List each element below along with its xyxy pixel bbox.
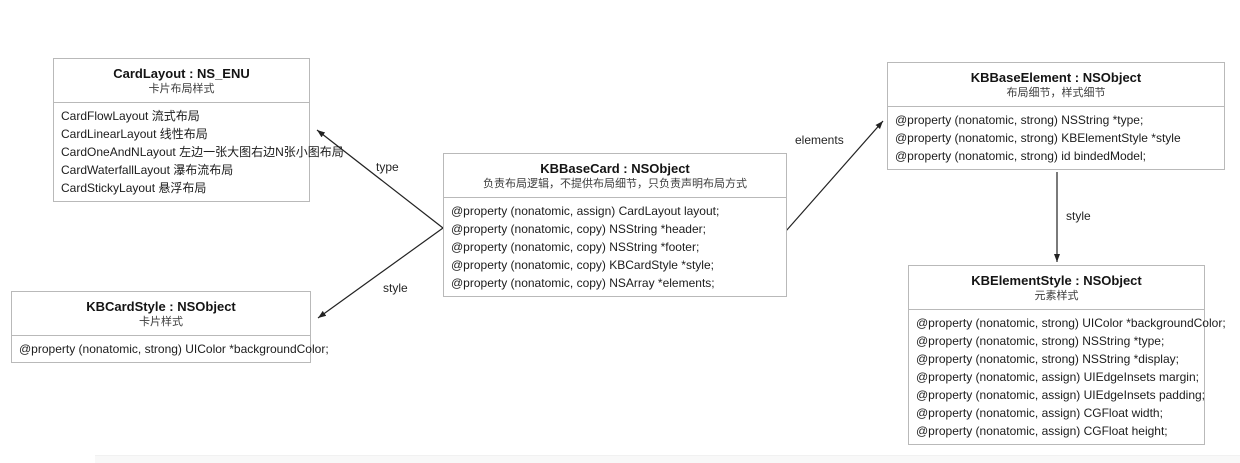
class-header: KBBaseCard : NSObject 负责布局逻辑，不提供布局细节，只负责… [444, 154, 786, 198]
class-members: @property (nonatomic, strong) NSString *… [888, 107, 1224, 169]
property-declaration: @property (nonatomic, strong) UIColor *b… [916, 316, 1226, 330]
class-title: KBBaseElement : NSObject [970, 70, 1142, 85]
edge-label-style-right: style [1066, 209, 1091, 223]
class-subtitle: 卡片样式 [139, 316, 183, 328]
property-declaration: @property (nonatomic, assign) UIEdgeInse… [916, 370, 1199, 384]
class-box-kbbaseelement: KBBaseElement : NSObject 布局细节，样式细节 @prop… [887, 62, 1225, 170]
class-header: KBBaseElement : NSObject 布局细节，样式细节 [888, 63, 1224, 107]
edge-label-style-left: style [383, 281, 408, 295]
enum-case: CardWaterfallLayout 瀑布流布局 [61, 163, 234, 177]
class-subtitle: 布局细节，样式细节 [1006, 87, 1106, 99]
class-members: @property (nonatomic, strong) UIColor *b… [909, 310, 1226, 444]
property-declaration: @property (nonatomic, assign) UIEdgeInse… [916, 388, 1206, 402]
property-declaration: @property (nonatomic, strong) NSString *… [895, 113, 1144, 127]
class-box-cardlayout: CardLayout : NS_ENU 卡片布局样式 CardFlowLayou… [53, 58, 344, 202]
class-title: KBElementStyle : NSObject [971, 273, 1142, 288]
property-declaration: @property (nonatomic, assign) CGFloat wi… [916, 406, 1163, 420]
class-subtitle: 卡片布局样式 [148, 83, 215, 95]
bottom-window-edge [95, 455, 1240, 463]
property-declaration: @property (nonatomic, strong) KBElementS… [895, 131, 1181, 145]
class-title: CardLayout : NS_ENU [113, 66, 250, 81]
property-declaration: @property (nonatomic, strong) UIColor *b… [19, 342, 329, 356]
class-subtitle: 元素样式 [1034, 290, 1079, 302]
class-title: KBBaseCard : NSObject [540, 161, 690, 176]
property-declaration: @property (nonatomic, assign) CGFloat he… [916, 424, 1168, 438]
edge-style-left-arrow [317, 227, 444, 319]
class-members: CardFlowLayout 流式布局 CardLinearLayout 线性布… [54, 103, 344, 201]
property-declaration: @property (nonatomic, copy) KBCardStyle … [451, 258, 714, 272]
class-title: KBCardStyle : NSObject [86, 299, 236, 314]
property-declaration: @property (nonatomic, copy) NSString *he… [451, 222, 706, 236]
class-subtitle: 负责布局逻辑，不提供布局细节，只负责声明布局方式 [483, 178, 747, 190]
property-declaration: @property (nonatomic, strong) id bindedM… [895, 149, 1146, 163]
enum-case: CardLinearLayout 线性布局 [61, 127, 208, 141]
class-members: @property (nonatomic, assign) CardLayout… [444, 198, 786, 296]
class-header: KBCardStyle : NSObject 卡片样式 [12, 292, 310, 336]
class-header: CardLayout : NS_ENU 卡片布局样式 [54, 59, 309, 103]
property-declaration: @property (nonatomic, assign) CardLayout… [451, 204, 720, 218]
property-declaration: @property (nonatomic, copy) NSString *fo… [451, 240, 700, 254]
property-declaration: @property (nonatomic, strong) NSString *… [916, 334, 1165, 348]
property-declaration: @property (nonatomic, strong) NSString *… [916, 352, 1179, 366]
class-box-kbbasecard: KBBaseCard : NSObject 负责布局逻辑，不提供布局细节，只负责… [443, 153, 787, 297]
edge-label-type: type [376, 160, 399, 174]
class-box-kbcardstyle: KBCardStyle : NSObject 卡片样式 @property (n… [11, 291, 329, 363]
property-declaration: @property (nonatomic, copy) NSArray *ele… [451, 276, 715, 290]
enum-case: CardStickyLayout 悬浮布局 [61, 181, 207, 195]
class-members: @property (nonatomic, strong) UIColor *b… [12, 336, 329, 362]
edge-label-elements: elements [795, 133, 844, 147]
class-box-kbelementstyle: KBElementStyle : NSObject 元素样式 @property… [908, 265, 1226, 445]
enum-case: CardFlowLayout 流式布局 [61, 109, 200, 123]
enum-case: CardOneAndNLayout 左边一张大图右边N张小图布局 [61, 145, 344, 159]
class-header: KBElementStyle : NSObject 元素样式 [909, 266, 1204, 310]
